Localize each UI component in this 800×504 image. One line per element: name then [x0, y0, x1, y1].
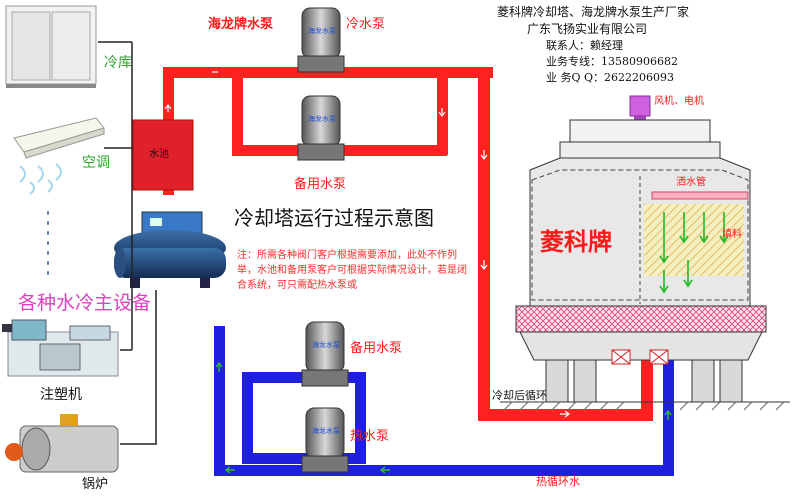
label-fan-motor: 风机、电机: [654, 96, 704, 107]
label-equipment: 各种水冷主设备: [18, 292, 152, 314]
label-air-conditioner: 空调: [82, 155, 110, 171]
air-conditioner-icon: [13, 117, 105, 195]
label-fill: 填料: [722, 229, 742, 240]
injection-machine-icon: [2, 319, 119, 377]
diagram-title: 冷却塔运行过程示意图: [234, 206, 434, 230]
label-cold-pump: 冷水泵: [346, 17, 386, 32]
label-injection-machine: 注塑机: [40, 387, 82, 403]
cooling-tower: [500, 95, 790, 411]
label-pool: 水池: [149, 149, 169, 160]
cold-storage-icon: [5, 5, 97, 88]
label-spare-pump-top: 备用水泵: [294, 177, 347, 192]
boiler-icon: [5, 414, 119, 473]
label-pump-brand: 海龙牌水泵: [208, 17, 274, 32]
spare-pump-top-icon: [297, 95, 345, 161]
label-hot-loop: 热循环水: [536, 475, 580, 488]
company-phone: 业务专线：13580906682: [546, 55, 678, 68]
label-cooled-loop: 冷却后循环: [492, 389, 547, 402]
pool-tank: [132, 119, 194, 191]
spare-pump-bottom-icon: [301, 321, 349, 387]
company-contact: 联系人：赖经理: [546, 39, 623, 52]
company-qq: 业 务Q Q：2622206093: [546, 71, 675, 84]
pump-body-text-1: 海龙水泵: [308, 27, 336, 35]
hot-pump-icon: [301, 407, 349, 473]
company-line-2: 广东飞扬实业有限公司: [527, 22, 648, 36]
cold-pipe-arrows: [164, 71, 570, 418]
label-tower-brand: 菱科牌: [540, 227, 612, 256]
label-boiler: 锅炉: [82, 477, 109, 492]
diagram-note: 注：所需各种阀门客户根据需要添加，此处不作列举，水池和备用泵客户可根据实际情况设…: [237, 250, 467, 291]
pump-body-text-4: 海龙水泵: [312, 427, 340, 435]
cold-pump-icon: [297, 7, 345, 73]
pump-body-text-3: 海龙水泵: [312, 341, 340, 349]
equipment-wires: [98, 41, 157, 445]
label-hot-pump: 热水泵: [350, 429, 390, 444]
pump-body-text-2: 海龙水泵: [308, 115, 336, 123]
chiller-unit-icon: [114, 211, 226, 288]
label-spare-pump-bottom: 备用水泵: [350, 341, 403, 356]
label-sprinkler: 洒水管: [676, 177, 706, 188]
label-cold-storage: 冷库: [104, 55, 132, 71]
company-line-1: 菱科牌冷却塔、海龙牌水泵生产厂家: [497, 5, 690, 19]
hot-pipe-arrows: [215, 361, 672, 474]
